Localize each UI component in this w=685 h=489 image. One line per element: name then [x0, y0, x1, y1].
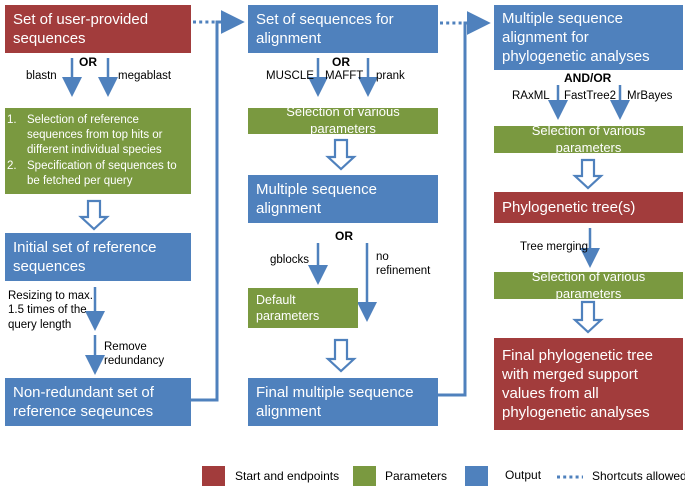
- selection-steps-list: 1. Selection of reference sequences from…: [5, 113, 191, 189]
- node-phylogenetic-trees: Phylogenetic tree(s): [494, 192, 683, 223]
- label-or-refinement: OR: [335, 229, 353, 243]
- legend-label-output: Output: [505, 468, 542, 482]
- node-nonredundant-set: Non-redundant set of reference seqeunces: [5, 378, 191, 426]
- node-parameters-merging: Selection of various parameters: [494, 268, 683, 301]
- node-label: Selection of various parameters: [531, 122, 646, 155]
- block-arrow-down-icon: [572, 158, 604, 190]
- legend-label-shortcuts: Shortcuts allowed: [592, 469, 685, 483]
- legend-swatch-start-endpoints: [202, 466, 225, 486]
- list-item: 2. Specification of sequences to be fetc…: [5, 159, 191, 190]
- node-user-sequences: Set of user-provided sequences: [5, 5, 191, 53]
- block-arrow-down-icon: [572, 300, 604, 334]
- label-mrbayes: MrBayes: [627, 90, 673, 102]
- label-mafft: MAFFT: [325, 70, 364, 82]
- list-item-text: Specification of sequences to be fetched…: [27, 159, 177, 187]
- label-gblocks: gblocks: [270, 254, 309, 266]
- node-label: Phylogenetic tree(s): [502, 198, 636, 216]
- node-label: Default parameters: [256, 293, 320, 323]
- label-muscle: MUSCLE: [266, 70, 314, 82]
- block-arrow-down-icon: [325, 138, 357, 171]
- list-item: 1. Selection of reference sequences from…: [5, 113, 191, 159]
- legend-label-start-endpoints: Start and endpoints: [235, 469, 340, 483]
- connector-nonredundant-to-alignment: [191, 10, 245, 402]
- legend-swatch-parameters: [353, 466, 376, 486]
- node-multiple-sequence-alignment: Multiple sequence alignment: [248, 175, 438, 223]
- label-or-left: OR: [79, 55, 97, 69]
- label-andor: AND/OR: [564, 71, 612, 85]
- list-item-number: 2.: [7, 159, 17, 172]
- node-msa-for-phylogenetics: Multiple sequence alignment for phylogen…: [494, 5, 683, 70]
- node-label: Set of sequences for alignment: [256, 10, 394, 47]
- node-sequences-for-alignment: Set of sequences for alignment: [248, 5, 438, 53]
- node-parameters-phylo: Selection of various parameters: [494, 122, 683, 155]
- connector-finalmsa-to-phylo: [438, 11, 491, 397]
- legend-swatch-output: [465, 466, 488, 486]
- node-initial-reference-set: Initial set of reference sequences: [5, 233, 191, 281]
- node-label: Non-redundant set of reference seqeunces: [13, 383, 154, 420]
- node-label: Multiple sequence alignment for phylogen…: [502, 9, 650, 66]
- node-default-parameters: Default parameters: [248, 288, 358, 328]
- node-label: Final phylogenetic tree with merged supp…: [502, 346, 653, 422]
- node-label: Set of user-provided sequences: [13, 10, 149, 47]
- node-label: Final multiple sequence alignment: [256, 383, 414, 420]
- list-item-number: 1.: [7, 113, 17, 126]
- label-or-middle: OR: [332, 55, 350, 69]
- label-tree-merging: Tree merging: [520, 241, 588, 253]
- label-resizing-note: Resizing to max. 1.5 times of the query …: [8, 290, 94, 331]
- label-remove-redundancy: Remove redundancy: [104, 341, 165, 368]
- node-final-msa: Final multiple sequence alignment: [248, 378, 438, 426]
- node-selection-steps: 1. Selection of reference sequences from…: [5, 108, 191, 194]
- label-blastn: blastn: [26, 70, 57, 82]
- list-item-text: Selection of reference sequences from to…: [27, 113, 163, 157]
- label-prank: prank: [376, 70, 405, 82]
- label-megablast: megablast: [118, 70, 172, 82]
- node-label: Multiple sequence alignment: [256, 180, 377, 217]
- node-label: Initial set of reference sequences: [13, 238, 157, 275]
- node-parameters-alignment: Selection of various parameters: [248, 104, 438, 136]
- label-raxml: RAxML: [512, 90, 550, 102]
- label-no-refinement: no refinement: [376, 251, 431, 278]
- block-arrow-down-icon: [78, 199, 110, 231]
- block-arrow-down-icon: [325, 338, 357, 373]
- node-final-phylogenetic-tree: Final phylogenetic tree with merged supp…: [494, 338, 683, 430]
- node-label: Selection of various parameters: [531, 268, 646, 301]
- node-label: Selection of various parameters: [286, 104, 400, 136]
- label-fasttree2: FastTree2: [564, 90, 616, 102]
- legend-label-parameters: Parameters: [385, 469, 448, 483]
